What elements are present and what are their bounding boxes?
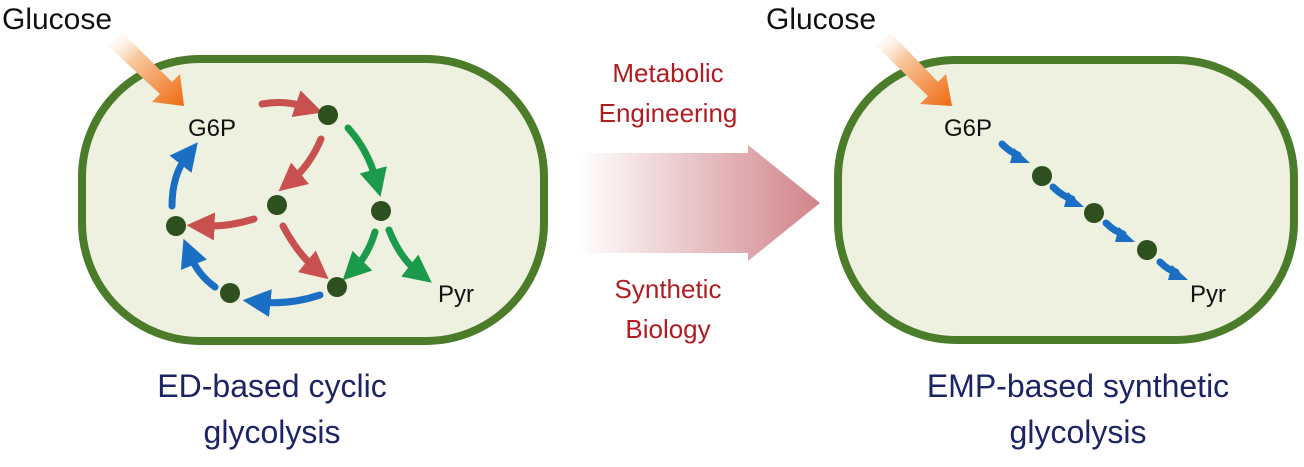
node-1	[1032, 166, 1052, 186]
right-blue-arrowheads	[1010, 148, 1188, 280]
left-glucose-arrow	[108, 32, 184, 106]
node-3	[1137, 240, 1157, 260]
right-pyr-label: Pyr	[1190, 281, 1226, 308]
red-arrow-g6p-to-top	[258, 90, 323, 117]
middle-top-line1: Metabolic	[612, 58, 723, 88]
middle-top-line2: Engineering	[599, 98, 738, 128]
node-top	[318, 105, 338, 125]
red-arrow-center-to-left	[186, 212, 258, 241]
right-glucose-arrow	[876, 32, 952, 106]
red-arrow-center-to-bottomright	[279, 222, 329, 280]
right-caption-line1: EMP-based synthetic	[927, 368, 1229, 404]
right-glucose-label: Glucose	[766, 3, 876, 36]
red-arrow-top-to-center	[278, 135, 325, 192]
left-green-pathway	[342, 124, 432, 283]
left-caption-line1: ED-based cyclic	[157, 368, 386, 404]
right-metabolite-nodes	[1032, 166, 1157, 260]
node-right	[371, 201, 391, 221]
green-arrow-right-to-pyr	[385, 226, 432, 283]
middle-bottom-line1: Synthetic	[615, 274, 722, 304]
node-2	[1084, 203, 1104, 223]
node-bottom-left	[220, 283, 240, 303]
blue-arrow-bottomright-to-bottomleft	[242, 289, 324, 317]
left-pyr-label: Pyr	[438, 281, 474, 308]
blue-arrow-left-to-g6p	[168, 142, 198, 210]
left-caption-line2: glycolysis	[204, 414, 341, 450]
node-bottom-right	[327, 277, 347, 297]
green-arrow-top-to-right	[344, 124, 387, 197]
transition-arrow	[578, 145, 820, 261]
blue-arrow-bottomleft-to-left	[180, 238, 219, 291]
right-caption-line2: glycolysis	[1010, 414, 1147, 450]
left-glucose-label: Glucose	[2, 3, 112, 36]
node-center	[267, 195, 287, 215]
right-g6p-label: G6P	[944, 115, 992, 142]
green-arrow-right-to-bottomright	[342, 228, 379, 281]
left-blue-pathway	[168, 142, 324, 317]
node-left	[166, 216, 186, 236]
left-metabolite-nodes	[166, 105, 391, 303]
middle-bottom-line2: Biology	[625, 314, 710, 344]
left-red-pathway	[186, 90, 329, 280]
left-g6p-label: G6P	[188, 115, 236, 142]
